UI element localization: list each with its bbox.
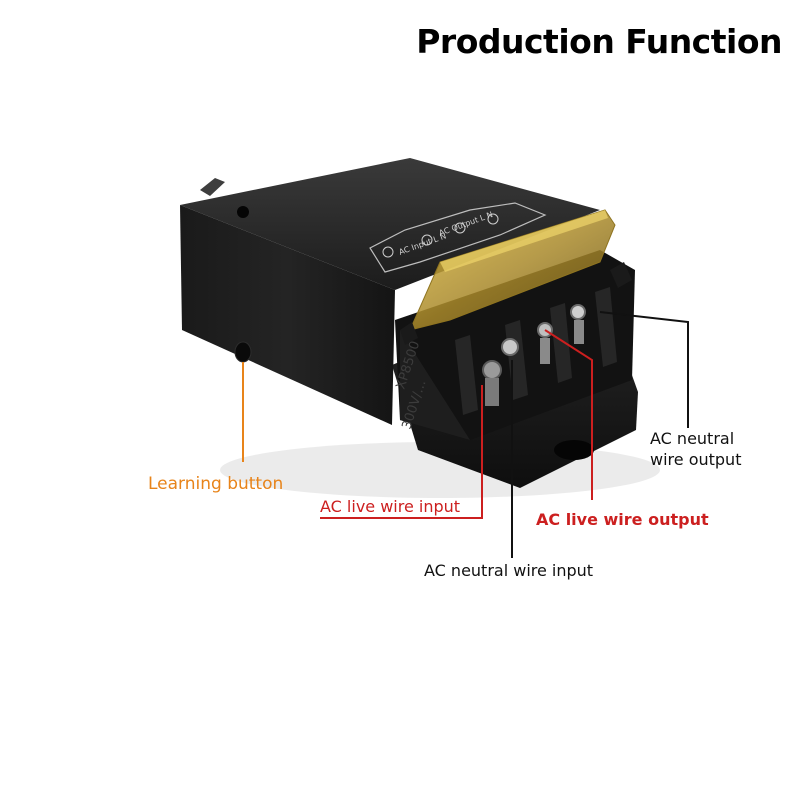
- top-label-outline: [369, 202, 547, 273]
- ac-live-output-label: AC live wire output: [536, 510, 709, 529]
- mounting-hole: [554, 440, 594, 460]
- learning-button: [234, 341, 252, 363]
- ac-neutral-output-label: AC neutral wire output: [650, 428, 741, 470]
- ac-neutral-input-label: AC neutral wire input: [424, 561, 594, 580]
- ac-neutral-output-line2: wire output: [650, 450, 742, 469]
- ac-neutral-output-line1: AC neutral: [650, 429, 735, 448]
- learning-button-label: Learning button: [148, 474, 284, 494]
- indicator-hole: [237, 206, 249, 218]
- live-input-callout: [320, 385, 483, 519]
- enclosure-front: [180, 205, 395, 425]
- ac-live-input-label: AC live wire input: [320, 497, 461, 516]
- live-output-callout: [544, 329, 593, 500]
- enclosure-top: [180, 158, 600, 290]
- neutral-output-callout: [599, 311, 689, 428]
- page-title: Production Function: [416, 22, 782, 61]
- terminal-screws: [482, 304, 586, 406]
